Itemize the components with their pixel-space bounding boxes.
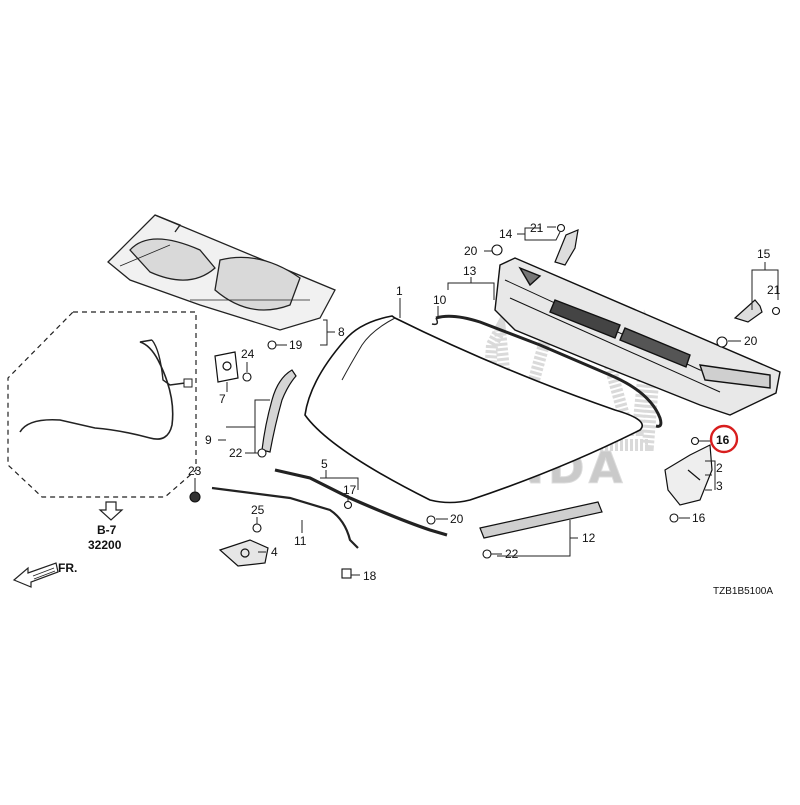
- callout-2[interactable]: 2: [716, 461, 723, 475]
- callout-12[interactable]: 12: [582, 531, 596, 545]
- cowl-seal-12: [479, 501, 603, 539]
- callout-10[interactable]: 10: [433, 293, 447, 307]
- reference-arrow: [98, 501, 124, 521]
- hood-hinge-bracket-7: [214, 351, 239, 383]
- clip-17: [343, 500, 353, 510]
- hood-weatherstrip: [435, 314, 663, 428]
- callout-4[interactable]: 4: [271, 545, 278, 559]
- callout-1[interactable]: 1: [396, 284, 403, 298]
- callout-22-front[interactable]: 22: [505, 547, 519, 561]
- clip-19: [267, 340, 277, 350]
- callout-15[interactable]: 15: [757, 247, 771, 261]
- callout-7[interactable]: 7: [219, 392, 226, 406]
- callout-20-front[interactable]: 20: [450, 512, 464, 526]
- clip-20-cowl: [716, 336, 728, 348]
- highlight-ring-16: [709, 424, 739, 454]
- callout-19[interactable]: 19: [289, 338, 303, 352]
- bolt-16-bottom: [669, 513, 679, 523]
- cowl-side-cover-left: [554, 229, 579, 266]
- reference-part-number[interactable]: 32200: [88, 538, 122, 552]
- bolt-25: [252, 523, 262, 533]
- callout-25[interactable]: 25: [251, 503, 265, 517]
- clip-22-left: [257, 448, 267, 458]
- callout-14[interactable]: 14: [499, 227, 513, 241]
- callout-17[interactable]: 17: [343, 483, 357, 497]
- bolt-24: [242, 372, 252, 382]
- cowl-side-cover-right: [733, 299, 763, 323]
- cable-detail-box: [7, 311, 197, 498]
- callout-24[interactable]: 24: [241, 347, 255, 361]
- fasteners: [189, 223, 781, 579]
- callout-3[interactable]: 3: [716, 479, 723, 493]
- callout-16[interactable]: 16: [692, 511, 706, 525]
- clip-21-right: [771, 306, 781, 316]
- hood-latch-4: [218, 539, 269, 567]
- callout-13[interactable]: 13: [463, 264, 477, 278]
- hood-hinge-2-3: [664, 444, 713, 506]
- callout-11[interactable]: 11: [294, 534, 307, 548]
- leader-lines: [194, 226, 779, 576]
- reference-page[interactable]: B-7: [97, 523, 117, 537]
- cowl-top-panel: [494, 257, 781, 416]
- callout-18[interactable]: 18: [363, 569, 377, 583]
- clip-20-top: [491, 244, 503, 256]
- hood-insulator: [107, 214, 336, 331]
- diagram-code: TZB1B5100A: [713, 586, 773, 597]
- callout-8[interactable]: 8: [338, 325, 345, 339]
- callout-21-top[interactable]: 21: [530, 221, 544, 235]
- hood-support-rod-11: [211, 486, 359, 549]
- callout-21-right[interactable]: 21: [767, 283, 781, 297]
- callout-20-cowl[interactable]: 20: [744, 334, 758, 348]
- clip-22-front: [482, 549, 492, 559]
- callout-23[interactable]: 23: [188, 464, 202, 478]
- front-direction-marker: [12, 562, 59, 588]
- callout-5[interactable]: 5: [321, 457, 328, 471]
- front-direction-label: FR.: [58, 561, 77, 575]
- side-seal-9: [261, 369, 297, 453]
- clip-23: [189, 491, 201, 503]
- clip-20-front: [426, 515, 436, 525]
- hood-front-seal-5: [274, 468, 448, 537]
- callout-9[interactable]: 9: [205, 433, 212, 447]
- callout-labels: 1 2 3 4 5 7 8 9 10 11 12 13 14 15 16 16 …: [188, 221, 781, 583]
- bolt-16-top: [690, 436, 700, 446]
- clip-18: [341, 568, 352, 579]
- hood-panel: [304, 315, 643, 504]
- clip-21-left: [556, 223, 566, 233]
- callout-20-top[interactable]: 20: [464, 244, 478, 258]
- callout-16-highlighted[interactable]: 16: [716, 433, 730, 447]
- callout-22-left[interactable]: 22: [229, 446, 243, 460]
